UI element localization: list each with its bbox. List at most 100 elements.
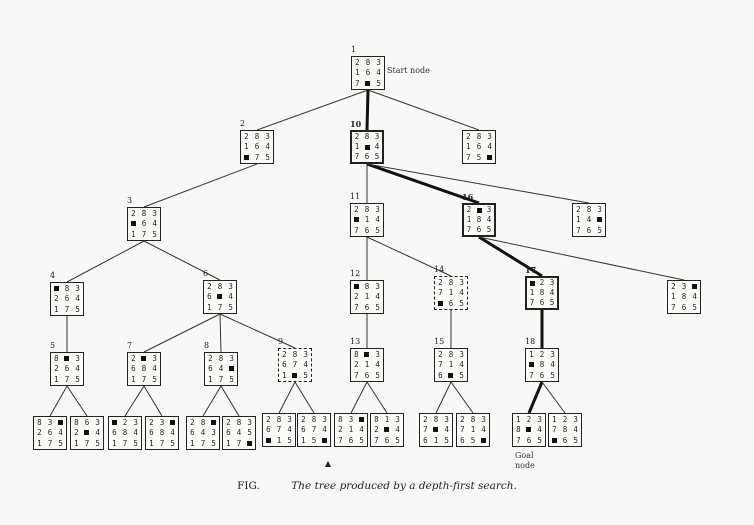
node-number: 10 [350,119,362,129]
puzzle-tile: 7 [423,425,428,435]
node-number: 7 [127,341,133,350]
puzzle-tile-blank [263,435,274,446]
edge-n8-l6 [220,385,240,417]
puzzle-tile: 3 [486,205,492,215]
puzzle-tile: 5 [303,370,308,380]
puzzle-tile: 4 [200,428,206,438]
puzzle-tile-blank [356,414,367,425]
puzzle-tile: 3 [681,281,687,291]
puzzle-tile: 7 [466,225,472,235]
blank-tile-icon [487,155,493,161]
puzzle-tile: 1 [301,435,306,445]
puzzle-tile: 5 [375,370,380,380]
puzzle-tile: 3 [95,417,100,427]
puzzle-tile: 6 [539,370,545,380]
edge-n18-l13 [541,381,566,414]
puzzle-tile: 3 [152,208,157,218]
puzzle-tile-blank [351,215,362,226]
puzzle-tile: 7 [466,152,471,162]
puzzle-tile: 6 [226,428,231,438]
puzzle-tile: 7 [552,425,557,435]
puzzle-tile: 1 [448,360,454,370]
edge-n6-n9 [219,313,296,349]
puzzle-tile: 8 [539,360,545,370]
puzzle-tile: 5 [376,78,381,88]
edge-n10-n10d [366,163,590,204]
puzzle-tile: 6 [586,225,592,235]
puzzle-tile: 2 [190,417,195,427]
puzzle-tile: 4 [376,68,381,78]
puzzle-tile: 6 [64,294,70,304]
puzzle-tile: 6 [364,225,370,235]
puzzle-tile-blank [689,281,700,292]
puzzle-tile: 7 [217,302,223,312]
blank-tile-icon [448,373,454,379]
puzzle-tile: 8 [141,364,147,374]
puzzle-tile: 8 [292,349,298,359]
puzzle-tile: 1 [208,374,213,384]
puzzle-tile: 7 [47,438,53,448]
puzzle-tile: 4 [444,425,449,435]
puzzle-tile: 4 [152,219,157,229]
puzzle-tile: 4 [537,425,542,435]
blank-tile-icon [551,438,557,444]
puzzle-tile: 4 [303,360,308,370]
puzzle-tile: 8 [364,204,370,214]
puzzle-tile: 8 [364,132,370,142]
puzzle-tile: 1 [37,438,42,448]
puzzle-tile: 5 [692,302,697,312]
puzzle-tile-blank [215,292,226,303]
puzzle-tile: 8 [516,425,521,435]
puzzle-tile: 7 [576,225,581,235]
puzzle-tile: 1 [384,414,390,424]
puzzle-tile: 4 [265,142,270,152]
puzzle-tile: 7 [311,425,317,435]
puzzle-tile: 2 [354,360,359,370]
blank-tile-icon [433,427,439,433]
puzzle-tile: 4 [486,215,492,225]
puzzle-tile: 6 [526,435,532,445]
puzzle-tile: 1 [364,292,370,302]
puzzle-tile: 3 [550,349,555,359]
blank-tile-icon [265,438,271,444]
puzzle-tile: 5 [459,298,464,308]
puzzle-tile: 6 [47,428,53,438]
puzzle-tile: 2 [208,353,213,363]
puzzle-tile: 1 [466,142,471,152]
puzzle-tile: 4 [95,428,100,438]
puzzle-tile: 4 [75,364,80,374]
edge-n7-l4 [143,385,163,417]
puzzle-tile: 2 [74,428,79,438]
edge-n9-l7 [278,381,296,414]
blank-tile-icon [217,294,223,300]
puzzle-tile: 1 [226,438,231,448]
puzzle-tile: 2 [207,281,212,291]
puzzle-tile: 5 [265,152,270,162]
node-number: 8 [204,341,210,350]
puzzle-tile: 5 [374,152,380,162]
puzzle-tile: 5 [247,428,252,438]
blank-tile-icon [211,419,217,425]
puzzle-tile: 8 [37,417,42,427]
node-number: 3 [127,196,133,205]
figure-caption-text: The tree produced by a depth-first searc… [291,480,517,492]
puzzle-tile: 3 [573,414,578,424]
blank-tile-icon [130,221,136,227]
puzzle-tile: 7 [529,370,534,380]
puzzle-tile: 4 [322,425,327,435]
puzzle-tile: 5 [311,435,317,445]
node-number: 13 [350,337,361,346]
puzzle-tile: 6 [64,364,70,374]
node-number: 12 [350,269,361,278]
puzzle-tile-blank [241,152,252,163]
puzzle-tile: 4 [236,428,242,438]
